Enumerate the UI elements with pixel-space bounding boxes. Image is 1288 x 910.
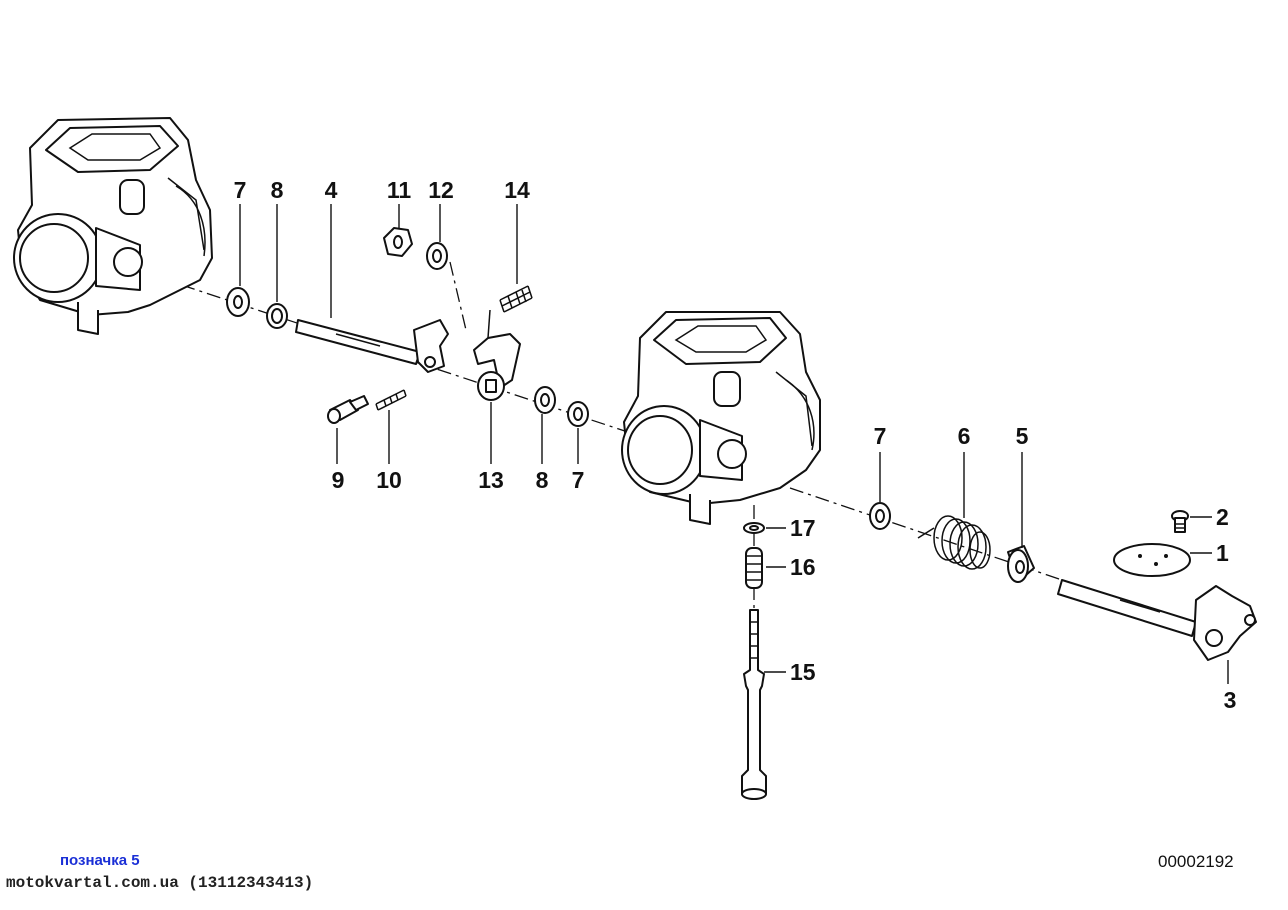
callout-8-left: 8	[271, 177, 284, 203]
part-10-spring	[375, 389, 407, 411]
part-7-washer-center	[567, 401, 589, 427]
part-9-screw	[327, 395, 369, 424]
callout-12: 12	[428, 177, 454, 203]
callout-3: 3	[1224, 687, 1237, 713]
callout-2: 2	[1216, 504, 1229, 530]
part-15-idle-screw	[741, 609, 767, 800]
callout-10: 10	[376, 467, 402, 493]
callout-5: 5	[1016, 423, 1029, 449]
part-6-return-spring	[917, 515, 991, 570]
callout-16: 16	[790, 554, 816, 580]
part-3-throttle-shaft	[1057, 579, 1257, 661]
part-8-washer-right	[534, 386, 556, 414]
callout-7-right: 7	[874, 423, 887, 449]
part-11-nut	[383, 227, 413, 257]
callout-8-right: 8	[536, 467, 549, 493]
carburetor-center	[621, 311, 821, 525]
part-7-washer-left	[226, 287, 250, 317]
part-13-cam-washer	[477, 371, 505, 401]
callout-11: 11	[387, 177, 412, 203]
part-14-bracket	[473, 309, 521, 389]
callout-1: 1	[1216, 540, 1229, 566]
diagram-code: 00002192	[1158, 852, 1234, 871]
part-14-spring	[499, 285, 533, 313]
part-2-screw	[1171, 510, 1189, 533]
carburetor-left	[13, 117, 213, 335]
part-12-washer	[426, 242, 448, 270]
watermark-site: motokvartal.com.ua (13112343413)	[6, 874, 314, 892]
leader-lines	[239, 204, 1229, 684]
part-16-spring	[745, 547, 763, 589]
callout-labels: 7 8 4 11 12 14 9 10 13 8 7 7 6 5 2 1 17 …	[234, 177, 1237, 713]
callout-13: 13	[478, 467, 504, 493]
callout-4: 4	[325, 177, 338, 203]
part-17-washer	[743, 522, 765, 534]
callout-6: 6	[958, 423, 971, 449]
part-8-washer-left	[266, 303, 288, 329]
part-1-cover-plate	[1113, 543, 1191, 577]
callout-15: 15	[790, 659, 816, 685]
callout-9: 9	[332, 467, 345, 493]
callout-7-center: 7	[572, 467, 585, 493]
callout-14: 14	[504, 177, 530, 203]
part-7-washer-right	[869, 502, 891, 530]
callout-17: 17	[790, 515, 816, 541]
part-4-throttle-shaft	[295, 319, 449, 373]
watermark-tag: позначка 5	[60, 852, 140, 869]
callout-7-left: 7	[234, 177, 247, 203]
part-5-bushing	[1007, 545, 1035, 583]
